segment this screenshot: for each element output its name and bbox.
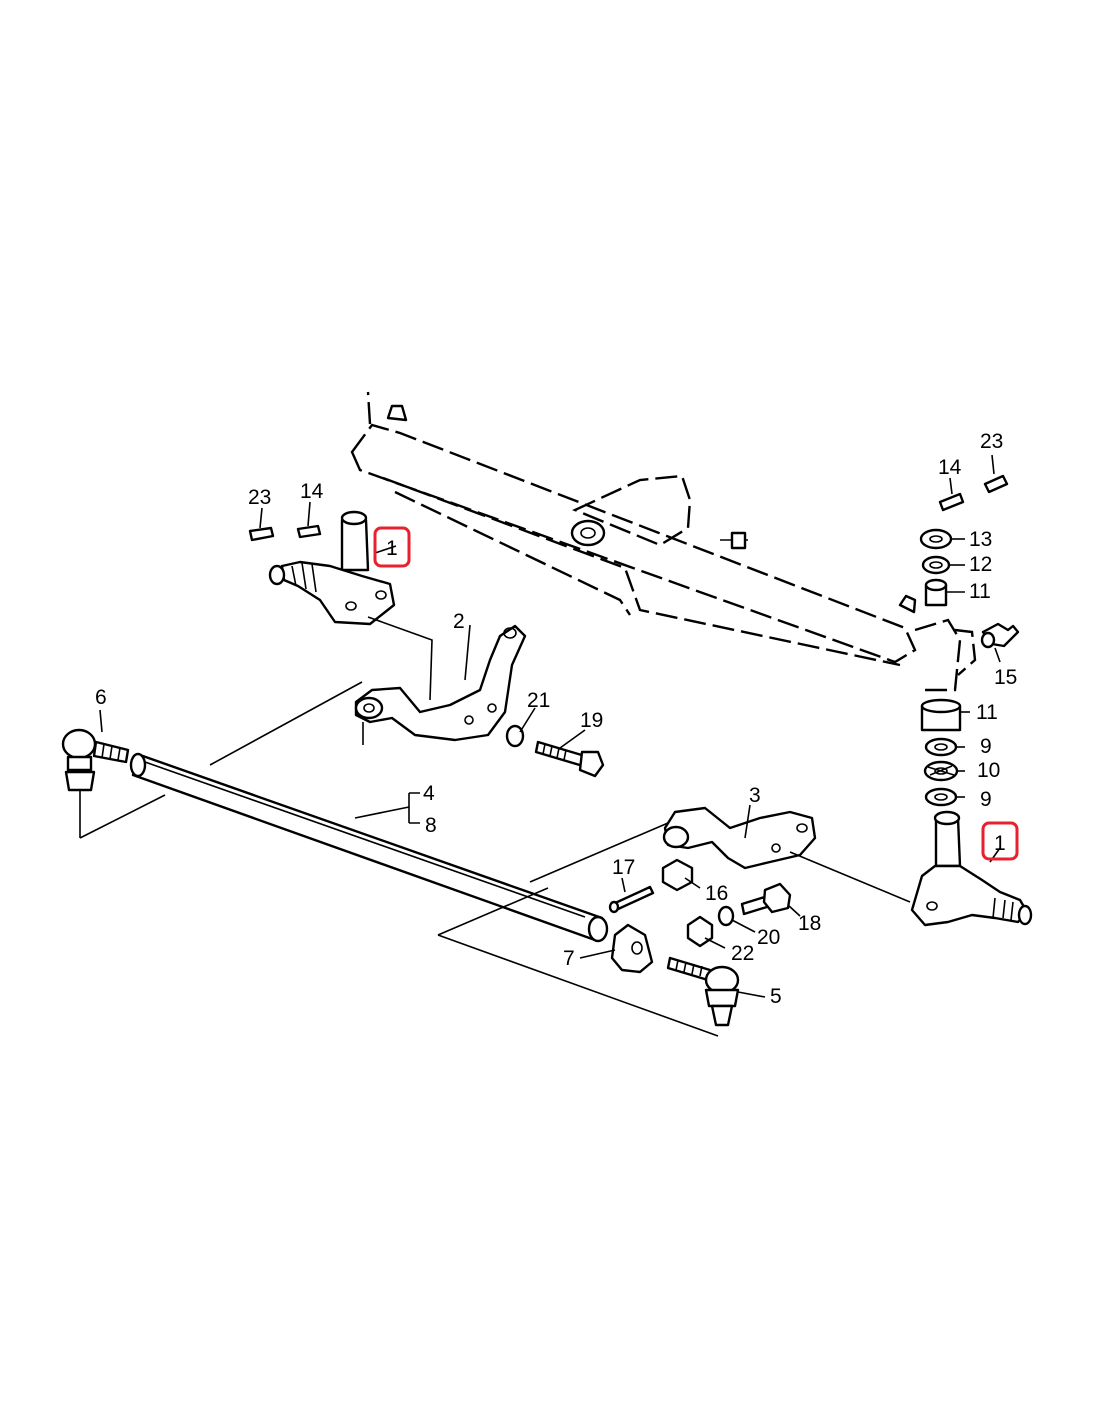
callout-3: 3 — [749, 784, 761, 807]
tie-rod — [129, 752, 609, 943]
right-pin-23 — [983, 474, 1009, 494]
castle-nut-16 — [661, 858, 694, 892]
callout-21: 21 — [527, 689, 550, 712]
callout-23-left: 23 — [248, 486, 271, 509]
callout-20: 20 — [757, 926, 780, 949]
callout-9-upper: 9 — [980, 735, 992, 758]
bushing-11-lower — [920, 698, 962, 732]
callout-18: 18 — [798, 912, 821, 935]
washer-20 — [717, 905, 735, 927]
tie-rod-end-left — [61, 728, 130, 838]
callout-17: 17 — [612, 856, 635, 879]
callout-11-upper: 11 — [969, 580, 991, 603]
callout-22: 22 — [731, 942, 754, 965]
callout-5: 5 — [770, 985, 782, 1008]
callout-15: 15 — [994, 666, 1017, 689]
callout-1-right: 1 — [994, 832, 1006, 855]
bolt-18 — [740, 882, 792, 916]
callout-6: 6 — [95, 686, 107, 709]
left-pin-23 — [248, 526, 275, 542]
washer-12 — [921, 555, 951, 575]
grease-fitting-15 — [980, 622, 1020, 649]
callout-9-lower: 9 — [980, 788, 992, 811]
front-axle-beam — [350, 391, 977, 692]
callout-4: 4 — [423, 782, 435, 805]
callout-1-left: 1 — [386, 537, 398, 560]
left-pin-14 — [296, 524, 322, 539]
callout-11-lower: 11 — [976, 701, 998, 724]
highlight-box-left-1 — [373, 526, 411, 568]
tie-rod-end-right — [666, 956, 740, 1027]
callout-14-left: 14 — [300, 480, 324, 503]
steering-arm-right — [662, 806, 817, 870]
callout-12: 12 — [969, 553, 992, 576]
callout-7: 7 — [563, 947, 575, 970]
callout-10: 10 — [977, 759, 1000, 782]
leader-lines — [79, 454, 1001, 1037]
callout-13: 13 — [969, 528, 992, 551]
callout-16: 16 — [705, 882, 728, 905]
callout-23-right: 23 — [980, 430, 1003, 453]
right-steering-knuckle — [910, 810, 1033, 927]
highlight-box-right-1 — [981, 821, 1019, 861]
bushing-11-upper — [924, 578, 948, 607]
callout-19: 19 — [580, 709, 603, 732]
callout-14-right: 14 — [938, 456, 962, 479]
washer-9-lower — [924, 787, 958, 807]
left-steering-knuckle — [268, 510, 396, 626]
callout-2: 2 — [453, 610, 465, 633]
bolt-19 — [534, 740, 605, 778]
cap-13 — [919, 528, 953, 550]
bearing-10 — [923, 760, 959, 782]
nut-22 — [686, 915, 714, 948]
washer-9-upper — [924, 737, 958, 757]
steering-arm-left — [354, 624, 527, 745]
tie-rod-clamp — [610, 923, 654, 974]
washer-21 — [505, 724, 525, 748]
callout-8: 8 — [425, 814, 437, 837]
right-pin-14 — [938, 492, 965, 512]
cotter-pin-17 — [608, 885, 655, 914]
